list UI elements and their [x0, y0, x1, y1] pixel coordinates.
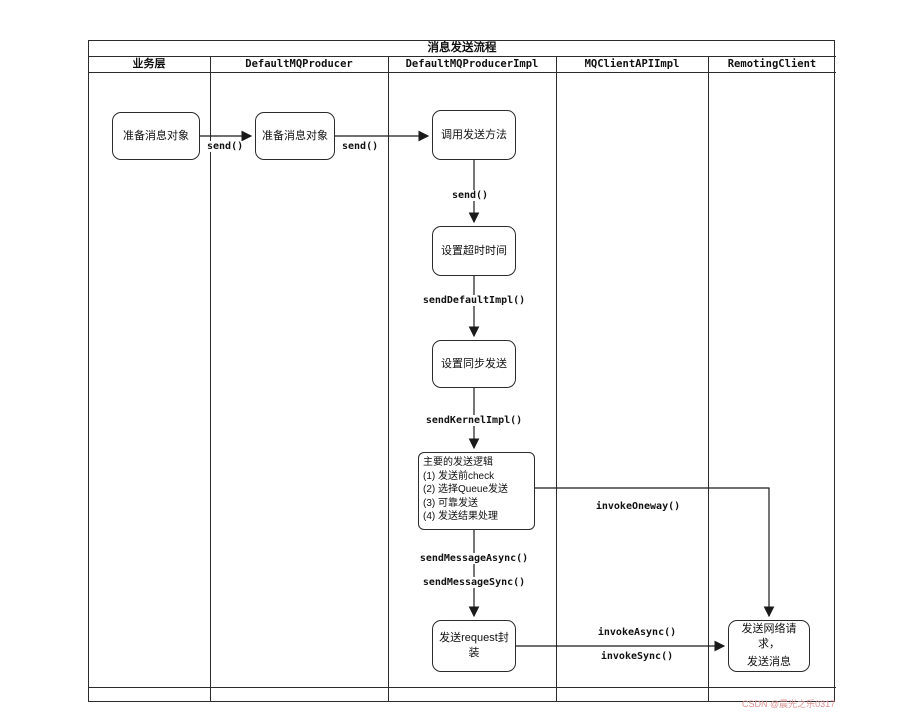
main-logic-line: (2) 选择Queue发送 [423, 484, 509, 496]
edge-label-invoke-async: invokeAsync() [595, 627, 679, 638]
lane-divider-2 [388, 56, 389, 702]
node-prepare-message-producer: 准备消息对象 [255, 112, 335, 160]
node-prepare-message-business: 准备消息对象 [112, 112, 200, 160]
node-network-send: 发送网络请求， 发送消息 [728, 620, 810, 672]
lane-header-business: 业务层 [132, 58, 166, 70]
lane-divider-1 [210, 56, 211, 702]
main-logic-line: (1) 发送前check [423, 470, 495, 482]
lane-header-remotingclient: RemotingClient [727, 58, 817, 70]
edge-label-send-2: send() [340, 141, 381, 152]
node-set-timeout: 设置超时时间 [432, 226, 516, 276]
lane-divider-3 [556, 56, 557, 702]
edge-label-send-default-impl: sendDefaultImpl() [420, 295, 528, 306]
edge-label-invoke-sync: invokeSync() [598, 651, 676, 662]
network-send-line2: 发送消息 [747, 656, 791, 669]
edge-label-send-message-sync: sendMessageSync() [420, 577, 528, 588]
edge-label-send-message-async: sendMessageAsync() [417, 553, 531, 564]
node-send-request-wrap: 发送request封装 [432, 620, 516, 672]
node-main-send-logic: 主要的发送逻辑 (1) 发送前check (2) 选择Queue发送 (3) 可… [418, 452, 535, 530]
lane-header-defaultmqproducerimpl: DefaultMQProducerImpl [405, 58, 539, 70]
edge-label-send-3: send() [449, 190, 491, 201]
header-separator [88, 72, 836, 73]
title-separator [88, 56, 836, 57]
edge-label-send-1: send() [205, 141, 246, 152]
watermark: CSDN @晨光之乐0317 [742, 699, 836, 709]
lane-header-defaultmqproducer: DefaultMQProducer [245, 58, 353, 70]
node-call-send-method: 调用发送方法 [432, 110, 516, 160]
arrow-invoke-oneway [535, 487, 775, 618]
node-set-sync-send: 设置同步发送 [432, 340, 516, 388]
edge-label-send-kernel-impl: sendKernelImpl() [423, 415, 525, 426]
main-logic-line: (3) 可靠发送 [423, 497, 478, 509]
lane-header-mqclientapiimpl: MQClientAPIImpl [584, 58, 680, 70]
footer-separator [88, 687, 836, 688]
diagram-title: 消息发送流程 [427, 42, 497, 54]
main-logic-line: (4) 发送结果处理 [423, 511, 498, 523]
edge-label-invoke-oneway: invokeOneway() [593, 501, 683, 512]
main-logic-line: 主要的发送逻辑 [423, 457, 493, 468]
network-send-line1: 发送网络请求， [741, 622, 797, 650]
lane-divider-4 [708, 56, 709, 702]
